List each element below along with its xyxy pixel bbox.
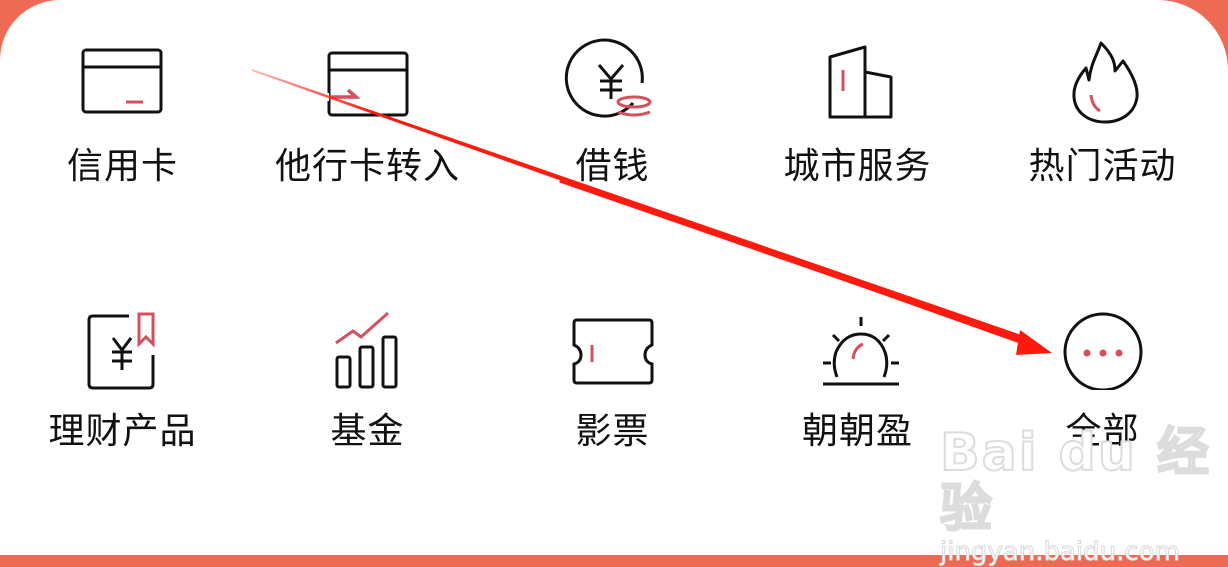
grid-item-label: 全部 [1065, 411, 1140, 452]
sunrise-icon [822, 317, 899, 386]
yuan-coin-loan-icon [564, 38, 651, 118]
grid-item-hot-events[interactable]: 热门活动 [980, 35, 1225, 187]
city-building-icon [828, 45, 892, 119]
more-dots-icon [1063, 312, 1142, 390]
grid-item-credit-card[interactable]: 信用卡 [0, 35, 245, 187]
grid-item-label: 借钱 [575, 146, 650, 187]
grid-item-card-transfer[interactable]: 他行卡转入 [245, 35, 490, 187]
credit-card-icon [81, 48, 162, 114]
grid-item-label: 信用卡 [66, 146, 178, 187]
grid-item-city-service[interactable]: 城市服务 [735, 35, 980, 187]
grid-item-wealth-products[interactable]: 理财产品 [0, 300, 245, 452]
grid-item-label: 热门活动 [1028, 146, 1177, 187]
grid-item-loan[interactable]: 借钱 [490, 35, 735, 187]
grid-item-fund[interactable]: 基金 [245, 300, 490, 452]
grid-item-label: 城市服务 [783, 146, 932, 187]
ticket-icon [572, 318, 653, 385]
grid-item-label: 朝朝盈 [801, 411, 913, 452]
yuan-bookmark-icon [87, 312, 154, 390]
service-grid: 信用卡 他行卡转入 借钱 城市服务 [0, 35, 1225, 452]
grid-item-zhaozhaoying[interactable]: 朝朝盈 [735, 300, 980, 452]
bar-chart-trend-icon [334, 311, 397, 389]
grid-item-label: 影票 [575, 411, 650, 452]
grid-item-label: 他行卡转入 [274, 146, 460, 187]
grid-item-movie-tickets[interactable]: 影票 [490, 300, 735, 452]
grid-item-label: 理财产品 [48, 411, 197, 452]
grid-item-all[interactable]: 全部 [980, 300, 1225, 452]
flame-icon [1071, 41, 1139, 124]
card-transfer-icon [322, 51, 408, 117]
grid-item-label: 基金 [330, 411, 405, 452]
